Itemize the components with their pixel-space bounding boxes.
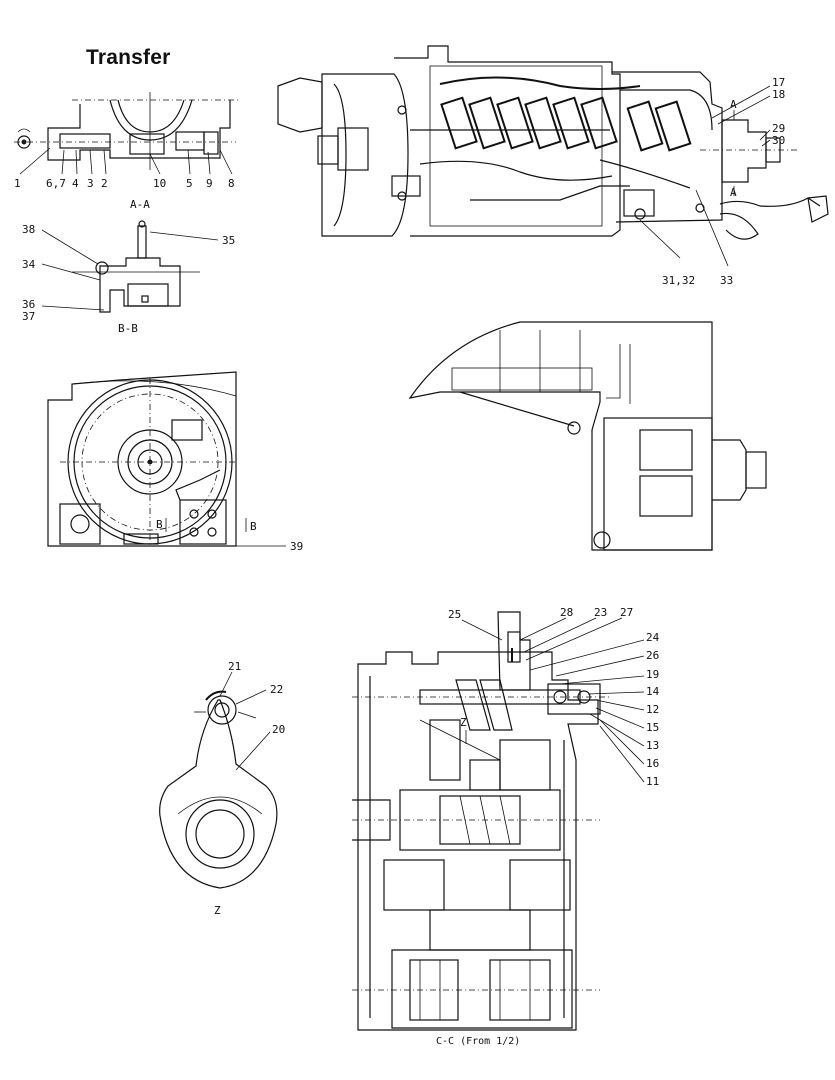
callout-30: 30 <box>772 134 785 147</box>
callout-23: 23 <box>594 606 607 619</box>
callout-3: 3 <box>87 177 94 190</box>
view-b-b: 38 35 34 36 37 B-B <box>22 220 235 335</box>
caption-c-c: C-C (From 1/2) <box>436 1036 520 1047</box>
caption-b-b: B-B <box>118 322 138 335</box>
callout-2: 2 <box>101 177 108 190</box>
callout-28: 28 <box>560 606 573 619</box>
callout-9: 9 <box>206 177 213 190</box>
view-a-a: 1 6,7 4 3 2 10 5 9 8 A-A <box>14 92 240 211</box>
callout-4: 4 <box>72 177 79 190</box>
callout-12: 12 <box>646 703 659 716</box>
callout-15: 15 <box>646 721 659 734</box>
callout-38: 38 <box>22 223 35 236</box>
callout-25: 25 <box>448 608 461 621</box>
callout-39: 39 <box>290 540 303 553</box>
page-title: Transfer <box>86 46 171 69</box>
callout-1: 1 <box>14 177 21 190</box>
callout-5: 5 <box>186 177 193 190</box>
view-front-housing: B B 39 <box>47 371 303 553</box>
callout-24: 24 <box>646 631 660 644</box>
view-c-c-section: Z 25 28 23 27 24 26 19 14 12 15 <box>352 606 660 1047</box>
callout-33: 33 <box>720 274 733 287</box>
callout-26: 26 <box>646 649 659 662</box>
callout-31-32: 31,32 <box>662 274 695 287</box>
callout-18: 18 <box>772 88 785 101</box>
callout-11: 11 <box>646 775 659 788</box>
view-side-transfer <box>408 321 767 551</box>
callout-8: 8 <box>228 177 235 190</box>
callout-37: 37 <box>22 310 35 323</box>
callout-35: 35 <box>222 234 235 247</box>
section-marker-b-right: B <box>250 520 257 533</box>
callout-20: 20 <box>272 723 285 736</box>
caption-a-a: A-A <box>130 198 150 211</box>
callout-10: 10 <box>153 177 166 190</box>
cylinder-stack <box>440 96 692 152</box>
view-top-right-assembly: A A 17 18 29 30 31,32 33 <box>277 45 829 287</box>
callout-16: 16 <box>646 757 659 770</box>
callout-13: 13 <box>646 739 659 752</box>
callout-29: 29 <box>772 122 785 135</box>
section-marker-b-left: B <box>156 518 163 531</box>
caption-z: Z <box>214 904 221 917</box>
callout-14: 14 <box>646 685 660 698</box>
callout-6-7: 6,7 <box>46 177 66 190</box>
callout-36: 36 <box>22 298 35 311</box>
callout-22: 22 <box>270 683 283 696</box>
callout-21: 21 <box>228 660 241 673</box>
section-marker-a-top: A <box>730 98 737 111</box>
section-marker-a-bottom: A <box>730 186 737 199</box>
section-marker-z: Z <box>460 716 467 729</box>
callout-34: 34 <box>22 258 36 271</box>
callout-27: 27 <box>620 606 633 619</box>
view-z-shift-fork: 21 22 20 Z <box>159 660 285 917</box>
callout-17: 17 <box>772 76 785 89</box>
callout-19: 19 <box>646 668 659 681</box>
